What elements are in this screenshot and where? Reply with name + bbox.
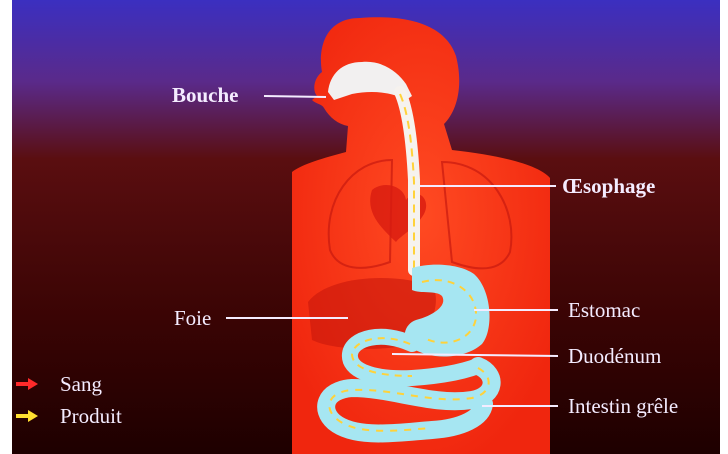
label-liver: Foie [174, 308, 211, 329]
label-duodenum: Duodénum [568, 346, 661, 367]
leader-mouth [264, 96, 326, 97]
label-mouth: Bouche [172, 85, 239, 106]
legend-label-product: Produit [60, 406, 122, 427]
diagram-stage: Bouche Œsophage Foie Estomac Duodénum In… [12, 0, 720, 454]
label-small-intestine: Intestin grêle [568, 396, 678, 417]
legend-label-blood: Sang [60, 374, 102, 395]
label-esophagus: Œsophage [562, 176, 655, 197]
digestive-system-diagram [12, 0, 720, 454]
label-stomach: Estomac [568, 300, 640, 321]
